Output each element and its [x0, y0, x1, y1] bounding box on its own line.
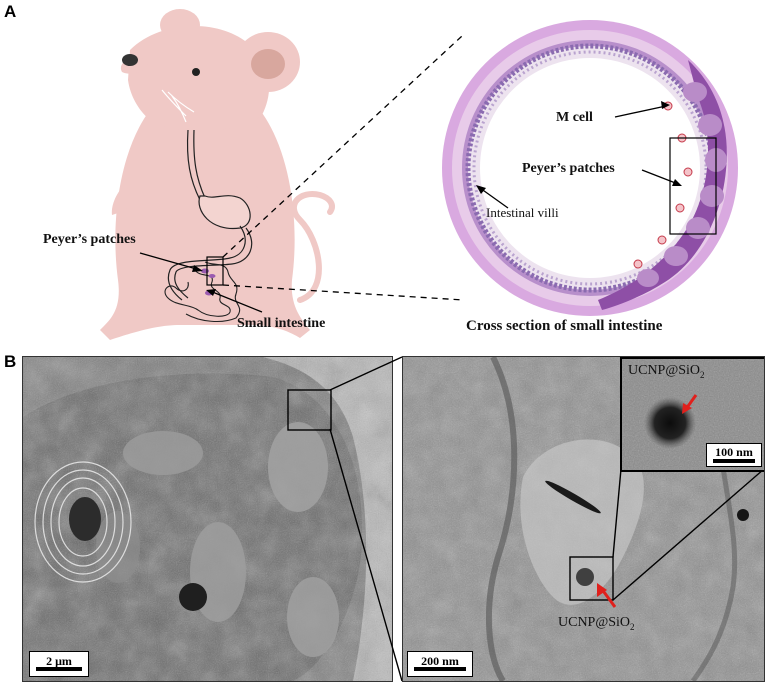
- em-lamellar-core: [69, 497, 101, 541]
- peyers-patch-spot-2: [208, 274, 216, 278]
- em-image-left: 2 μm: [22, 356, 393, 682]
- label-ucnp-inset-text: UCNP@SiO: [628, 363, 701, 378]
- lymphoid-follicle: [683, 82, 707, 102]
- arrowhead-villi: [476, 185, 486, 194]
- inset-red-arrowhead: [682, 403, 692, 414]
- small-intestine: [164, 269, 231, 317]
- em-membrane: [485, 357, 518, 681]
- m-cell-dot-4: [675, 203, 685, 213]
- panel-letter-a: A: [4, 2, 17, 21]
- mouse-eye-icon: [192, 68, 200, 76]
- scalebar-200nm: 200 nm: [407, 651, 473, 677]
- zoom-box-mouse: [206, 256, 224, 286]
- mouse-arm-right: [250, 165, 293, 212]
- label-peyers-patches-right: Peyer’s patches: [522, 161, 615, 176]
- mouse-whiskers: [161, 89, 195, 123]
- em-nucleus-4: [287, 577, 339, 657]
- intestinal-lumen: [480, 58, 700, 278]
- em-image-right: UCNP@SiO2 200 nm: [402, 356, 765, 682]
- lymphoid-follicle-6: [664, 246, 688, 266]
- em-crystal: [545, 480, 601, 514]
- scalebar-2um: 2 μm: [29, 651, 89, 677]
- arrow-small-intestine: [209, 290, 263, 313]
- em-dark-vesicle: [179, 583, 207, 611]
- label-ucnp-inset-sub: 2: [700, 369, 705, 380]
- label-ucnp-right-sub: 2: [630, 621, 635, 632]
- em-particle-dot: [737, 509, 749, 521]
- mouse-arm-left: [111, 170, 155, 215]
- zoom-line-bottom: [222, 284, 465, 301]
- arrow-peyers-patches: [139, 252, 201, 271]
- arrowhead-small: [206, 289, 216, 296]
- m-cell-dot-5: [657, 235, 667, 245]
- inset-zoom-line-bottom: [612, 468, 764, 601]
- lymphoid-follicle-7: [637, 269, 659, 287]
- arrow-m-cell: [614, 105, 667, 118]
- em-nucleus: [123, 431, 203, 475]
- label-m-cell: M cell: [556, 110, 593, 125]
- em-left-zoom-box: [287, 389, 332, 431]
- large-intestine-2: [174, 227, 253, 299]
- em-zoom-line-top: [329, 356, 403, 391]
- lymphoid-follicle-2: [698, 114, 722, 136]
- stomach: [198, 195, 251, 230]
- label-cross-section-caption: Cross section of small intestine: [466, 318, 663, 334]
- label-small-intestine: Small intestine: [237, 316, 326, 331]
- red-arrowhead: [597, 583, 607, 597]
- scalebar-100nm-label: 100 nm: [715, 445, 753, 459]
- esophagus-2: [193, 129, 206, 199]
- small-intestine-2: [185, 261, 241, 323]
- arrow-intestinal-villi: [479, 187, 509, 209]
- em-right-zoom-box: [569, 556, 614, 601]
- mouse-ear-left: [160, 9, 200, 41]
- mouse-nose-icon: [122, 54, 138, 66]
- label-ucnp-inset: UCNP@SiO2: [628, 363, 705, 380]
- inset-zoom-line-top: [612, 468, 622, 558]
- peyers-patches-band: [598, 60, 727, 310]
- panel-letter-b: B: [4, 352, 17, 371]
- em-zoom-line-bottom: [329, 428, 403, 682]
- esophagus: [186, 129, 201, 201]
- label-ucnp-right: UCNP@SiO2: [558, 615, 635, 632]
- m-cell-dot-3: [683, 167, 693, 177]
- arrowhead-m-cell: [661, 101, 670, 109]
- scalebar-2um-bar: [36, 667, 82, 671]
- m-cell-dot-6: [633, 259, 643, 269]
- scalebar-100nm-bar: [713, 459, 755, 463]
- arrow-peyers-right: [641, 169, 679, 185]
- arrowhead-peyers-right: [672, 179, 682, 186]
- arrowhead-peyers: [192, 265, 203, 272]
- em-lamellar-body: [34, 461, 132, 583]
- cross-section-diagram: [442, 20, 738, 316]
- mouse-tail: [290, 191, 335, 303]
- zoom-box-cross-section: [669, 137, 717, 235]
- scalebar-2um-label: 2 μm: [46, 654, 72, 668]
- scalebar-200nm-label: 200 nm: [421, 654, 459, 668]
- scalebar-100nm: 100 nm: [706, 443, 762, 467]
- label-peyers-patches-left: Peyer’s patches: [43, 232, 136, 247]
- mouse-illustration: [100, 9, 465, 340]
- em-nucleus-2: [268, 422, 328, 512]
- scalebar-200nm-bar: [414, 667, 466, 671]
- villi-ring-inner: [472, 50, 708, 286]
- mouse-head: [128, 26, 270, 131]
- mouse-ear-inner: [251, 49, 285, 79]
- label-intestinal-villi: Intestinal villi: [486, 205, 559, 220]
- em-inset: UCNP@SiO2 100 nm: [620, 357, 764, 472]
- lymphoid-follicle-4: [700, 185, 724, 207]
- em-particle-cluster: [576, 568, 594, 586]
- label-ucnp-right-text: UCNP@SiO: [558, 615, 631, 630]
